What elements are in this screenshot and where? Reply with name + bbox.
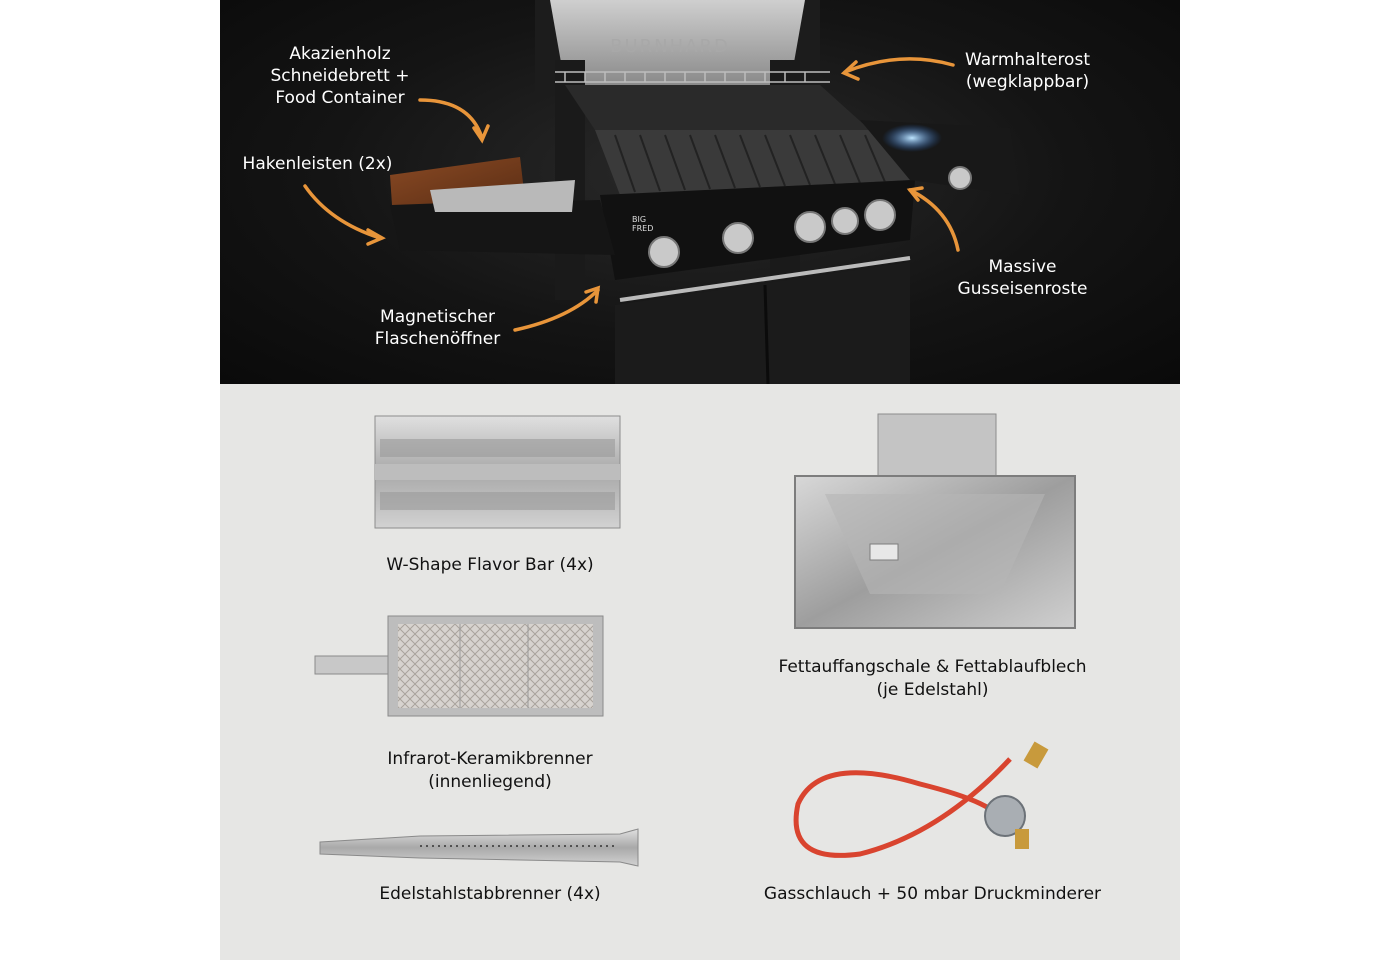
label-gas-hose: Gasschlauch + 50 mbar Druckminderer <box>763 884 1102 904</box>
side-burner-flame <box>882 124 942 152</box>
arrow-rack <box>843 57 955 74</box>
cast-iron-grates <box>595 130 910 195</box>
arrow-hooks-head <box>366 228 386 246</box>
warming-rack <box>555 71 830 83</box>
arrow-opener-head <box>584 285 601 304</box>
arrow-board-head <box>472 124 490 144</box>
drip-tray-image <box>794 413 1076 629</box>
lid-brand: BURNHARD <box>610 36 730 57</box>
parts-illustrations <box>314 413 1076 867</box>
arrow-hooks <box>303 184 382 240</box>
arrow-board <box>418 98 484 140</box>
side-burner-knob <box>948 166 972 190</box>
infrared-burner-image <box>314 615 604 717</box>
food-container <box>430 180 575 212</box>
front-handle <box>619 256 911 302</box>
label-cutting-board: Akazienholz Schneidebrett + Food Contain… <box>270 44 410 108</box>
arrow-grates-head <box>906 186 924 202</box>
cabinet <box>615 262 910 384</box>
tube-burner-image <box>319 828 639 867</box>
label-warming-rack: Warmhalterost (wegklappbar) <box>965 50 1090 92</box>
label-flavor-bar: W-Shape Flavor Bar (4x) <box>386 555 594 575</box>
knob-5 <box>864 199 896 231</box>
label-drip-tray: Fettauffangschale & Fettablaufblech (je … <box>778 657 1087 700</box>
label-hooks: Hakenleisten (2x) <box>242 154 393 174</box>
parts-panel: W-Shape Flavor Bar (4x) Infrarot-Keramik… <box>220 384 1180 960</box>
callout-arrows <box>303 57 960 332</box>
label-infrared-burner: Infrarot-Keramikbrenner (innenliegend) <box>387 749 593 792</box>
label-bottle-opener: Magnetischer Flaschenöffner <box>374 307 501 349</box>
flavor-bar-image <box>374 415 621 529</box>
lid-inner <box>550 0 805 85</box>
gas-hose-image <box>793 741 1049 858</box>
label-cast-iron-grates: Massive Gusseisenroste <box>957 257 1088 299</box>
knob-2 <box>722 222 754 254</box>
arrow-opener <box>513 288 600 332</box>
label-tube-burner: Edelstahlstabbrenner (4x) <box>379 884 601 904</box>
model-badge-line1: BIG <box>632 215 646 224</box>
knob-3 <box>794 211 826 243</box>
grill-illustration: BURNHARD BIG FRED <box>303 0 1020 384</box>
arrow-rack-head <box>840 60 860 81</box>
knob-1 <box>648 236 680 268</box>
knob-4 <box>831 207 859 235</box>
arrow-grates <box>908 188 960 252</box>
model-badge-line2: FRED <box>632 224 653 233</box>
grill-hero-panel: BURNHARD BIG FRED <box>220 0 1180 384</box>
left-side-shelf <box>390 200 615 255</box>
